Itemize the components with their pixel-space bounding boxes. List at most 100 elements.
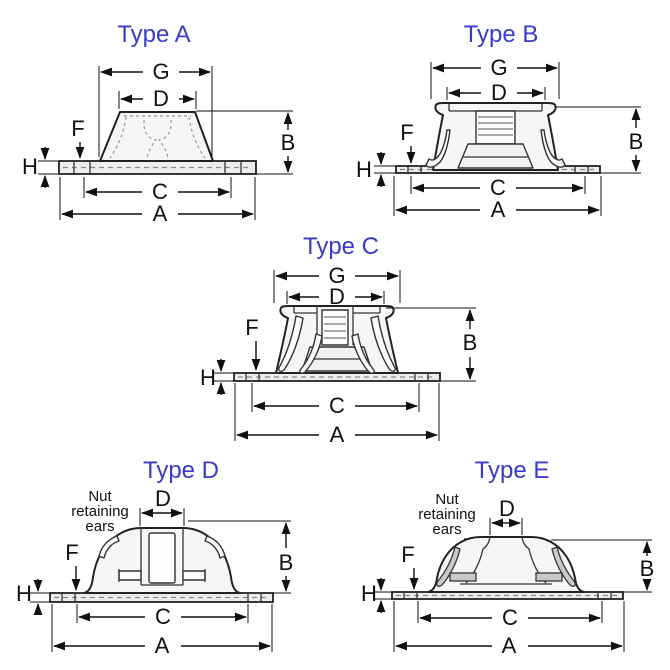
dim-label-f: F bbox=[65, 540, 78, 565]
annotation-line: ears bbox=[432, 521, 461, 538]
dimension-C: C bbox=[76, 604, 249, 629]
left-nut-ear bbox=[449, 572, 477, 582]
figure-type-c: Type C G D F bbox=[200, 233, 477, 447]
mount-body bbox=[99, 111, 214, 162]
dim-label-h: H bbox=[16, 581, 32, 606]
dimension-H: H bbox=[356, 152, 396, 187]
figure-type-d: Type D Nut retaining ears D bbox=[16, 457, 293, 658]
left-nut-ear bbox=[118, 570, 142, 581]
dimension-H: H bbox=[22, 147, 58, 188]
right-nut-ear bbox=[535, 572, 563, 582]
left-hook bbox=[425, 129, 451, 168]
dimension-B: B bbox=[188, 520, 294, 594]
right-inner-arm bbox=[351, 333, 375, 374]
annotation-nut-retaining-ears: Nut retaining ears bbox=[71, 488, 129, 568]
dim-label-a: A bbox=[153, 201, 168, 226]
dimension-C: C bbox=[83, 177, 232, 204]
dimension-D: D bbox=[446, 80, 546, 105]
dim-label-c: C bbox=[329, 393, 345, 418]
dimension-G: G bbox=[273, 263, 401, 303]
annotation-line: ears bbox=[85, 518, 114, 535]
left-shoulder-hook bbox=[98, 535, 120, 559]
figure-title: Type A bbox=[117, 21, 190, 48]
dim-label-c: C bbox=[152, 179, 168, 204]
dimension-G: G bbox=[98, 59, 213, 157]
thread-lines bbox=[478, 116, 513, 136]
annotation-line: Nut bbox=[88, 488, 112, 505]
mount-drawing bbox=[233, 305, 441, 382]
dim-label-d: D bbox=[153, 86, 169, 111]
dim-label-b: B bbox=[281, 130, 296, 155]
dimension-H: H bbox=[200, 359, 234, 395]
dim-label-f: F bbox=[245, 315, 258, 340]
dimension-D: D bbox=[118, 86, 197, 111]
dimension-H: H bbox=[16, 579, 50, 615]
dimension-B: B bbox=[196, 110, 296, 175]
dimension-B: B bbox=[556, 106, 643, 174]
dim-label-d: D bbox=[499, 496, 515, 521]
dim-label-g: G bbox=[152, 59, 169, 84]
dimension-D: D bbox=[139, 486, 185, 526]
dimension-A: A bbox=[234, 383, 440, 447]
right-outer-arm bbox=[370, 315, 396, 372]
dim-label-a: A bbox=[330, 422, 345, 447]
mount-drawing bbox=[391, 536, 624, 600]
dimension-C: C bbox=[410, 175, 586, 200]
dimension-H: H bbox=[361, 578, 392, 613]
thread-lines bbox=[324, 316, 346, 339]
dimension-F: F bbox=[401, 542, 419, 590]
dimension-C: C bbox=[417, 601, 603, 630]
dim-label-b: B bbox=[279, 550, 294, 575]
dimension-B: B bbox=[386, 307, 478, 382]
inner-core bbox=[457, 143, 534, 169]
dim-label-h: H bbox=[22, 154, 38, 179]
dim-label-d: D bbox=[329, 284, 345, 309]
dim-label-d: D bbox=[491, 80, 507, 105]
dimension-G: G bbox=[430, 55, 560, 99]
dim-label-f: F bbox=[71, 116, 84, 141]
threaded-insert bbox=[321, 309, 349, 346]
dimension-A: A bbox=[393, 176, 602, 222]
right-nut-ear bbox=[182, 570, 206, 581]
annotation-nut-retaining-ears: Nut retaining ears bbox=[418, 491, 476, 570]
flange-bolt-lines bbox=[245, 373, 429, 381]
dimension-A: A bbox=[59, 177, 256, 226]
dim-label-h: H bbox=[356, 157, 372, 182]
dim-label-b: B bbox=[640, 556, 655, 581]
dimension-D: D bbox=[286, 284, 385, 309]
dimension-A: A bbox=[393, 601, 625, 658]
figure-type-b: Type B G D F bbox=[356, 21, 643, 222]
dimension-F: F bbox=[245, 315, 261, 371]
dimension-D: D bbox=[489, 496, 523, 535]
right-hook bbox=[540, 129, 566, 168]
figure-type-a: Type A G D F H bbox=[22, 21, 295, 226]
mount-drawing bbox=[58, 111, 257, 175]
figure-type-e: Type E Nut retaining ears D F bbox=[361, 457, 654, 658]
flange-bolt-lines bbox=[61, 593, 262, 602]
mount-drawing bbox=[49, 527, 274, 603]
dim-label-d: D bbox=[155, 486, 171, 511]
annotation-line: retaining bbox=[71, 503, 129, 520]
dimension-A: A bbox=[51, 604, 273, 658]
dimension-B: B bbox=[551, 539, 655, 593]
dim-label-c: C bbox=[490, 175, 506, 200]
top-plate-line bbox=[293, 306, 381, 345]
dim-label-b: B bbox=[463, 330, 478, 355]
mount-drawing bbox=[395, 102, 601, 174]
dim-label-f: F bbox=[401, 542, 414, 567]
flange-bolt-lines bbox=[407, 166, 589, 173]
dim-label-a: A bbox=[155, 633, 170, 658]
center-bore bbox=[148, 532, 176, 584]
dim-label-g: G bbox=[328, 263, 345, 288]
dimension-F: F bbox=[400, 120, 416, 164]
dimension-C: C bbox=[251, 383, 420, 418]
dim-label-c: C bbox=[155, 604, 171, 629]
hidden-core-lines bbox=[109, 115, 206, 159]
annotation-line: retaining bbox=[418, 506, 476, 523]
dimension-F: F bbox=[65, 540, 81, 591]
dim-label-a: A bbox=[502, 633, 517, 658]
right-arm bbox=[551, 546, 576, 587]
figure-title: Type D bbox=[143, 457, 219, 484]
threaded-insert bbox=[475, 110, 516, 145]
